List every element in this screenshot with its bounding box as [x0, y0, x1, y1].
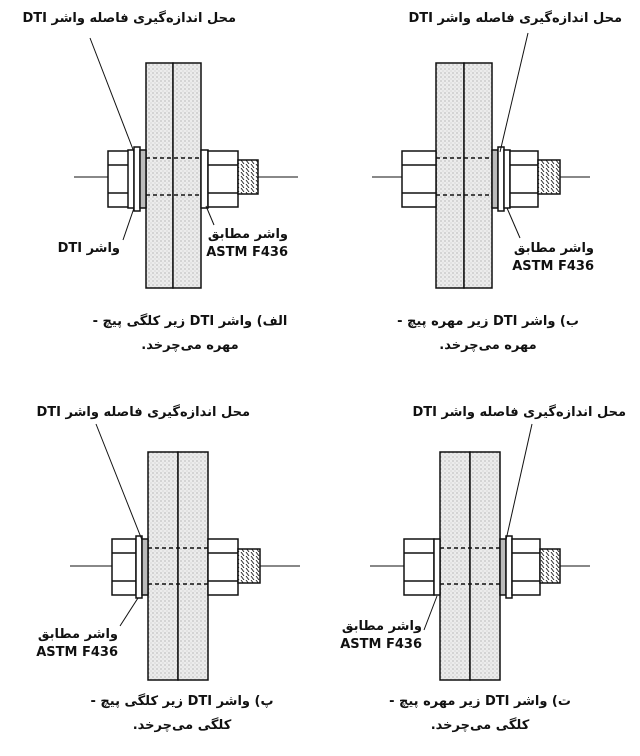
fig-b-caption: ب) واشر DTI زیر مهره پیچ - مهره می‌چرخد.	[358, 310, 618, 358]
figure-c-joint	[70, 423, 300, 681]
fig-c-caption: پ) واشر DTI زیر کلگی پیچ - کلگی می‌چرخد.	[52, 690, 312, 738]
fig-c-top-label: محل اندازه‌گیری فاصله واشر DTI	[36, 405, 250, 420]
fig-d-caption-line1: ت) واشر DTI زیر مهره پیچ -	[389, 694, 571, 709]
fig-a-dti-label: واشر DTI	[57, 241, 120, 256]
fig-b-caption-line1: ب) واشر DTI زیر مهره پیچ -	[397, 314, 579, 329]
figure-d-joint	[370, 423, 590, 681]
figure-a-joint	[74, 37, 298, 289]
fig-b-washer-label-2: ASTM F436	[512, 259, 594, 274]
fig-d-top-label: محل اندازه‌گیری فاصله واشر DTI	[412, 405, 626, 420]
fig-b-caption-line2: مهره می‌چرخد.	[439, 338, 537, 353]
fig-a-washer-label-2: ASTM F436	[206, 245, 288, 260]
fig-d-washer-label-1: واشر مطابق	[341, 619, 422, 634]
fig-d-washer-label-2: ASTM F436	[340, 637, 422, 652]
figure-b-joint	[372, 32, 590, 289]
fig-d-caption-line2: کلگی می‌چرخد.	[430, 718, 530, 733]
fig-a-caption: الف) واشر DTI زیر کلگی پیچ - مهره می‌چرخ…	[60, 310, 320, 358]
fig-c-caption-line2: کلگی می‌چرخد.	[132, 718, 232, 733]
fig-c-caption-line1: پ) واشر DTI زیر کلگی پیچ -	[90, 694, 274, 709]
fig-a-top-label: محل اندازه‌گیری فاصله واشر DTI	[22, 11, 236, 26]
fig-d-caption: ت) واشر DTI زیر مهره پیچ - کلگی می‌چرخد.	[350, 690, 610, 738]
fig-b-top-label: محل اندازه‌گیری فاصله واشر DTI	[408, 11, 622, 26]
fig-a-washer-label-1: واشر مطابق	[207, 227, 288, 242]
fig-a-caption-line1: الف) واشر DTI زیر کلگی پیچ -	[92, 314, 288, 329]
fig-c-washer-label-1: واشر مطابق	[37, 627, 118, 642]
fig-c-washer-label-2: ASTM F436	[36, 645, 118, 660]
fig-a-caption-line2: مهره می‌چرخد.	[141, 338, 239, 353]
fig-b-washer-label-1: واشر مطابق	[513, 241, 594, 256]
